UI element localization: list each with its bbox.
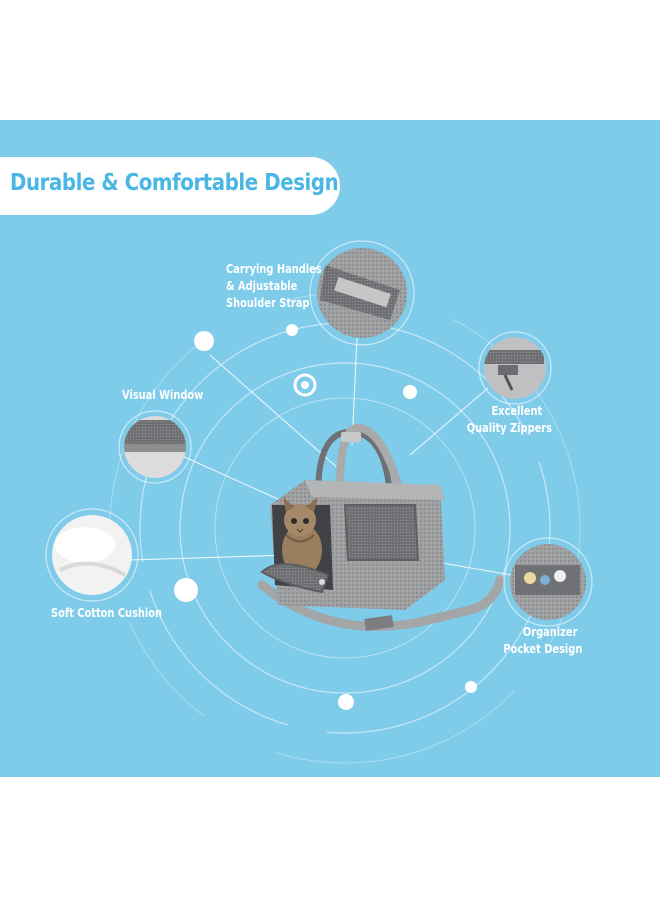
label-organizer-pocket: Organizer Pocket Design [502, 625, 582, 656]
label-soft-cushion: Soft Cotton Cushion [51, 606, 163, 620]
pet-carrier-bag [257, 423, 505, 631]
label-visual-window: Visual Window [122, 388, 204, 402]
concentric-rings [109, 292, 581, 764]
cushion-detail-circle [45, 508, 139, 602]
page-title: Durable & Comfortable Design [10, 170, 339, 196]
handle-detail-circle [309, 240, 415, 346]
kitten-image [282, 497, 322, 576]
label-quality-zippers: Excellent Quality Zippers [466, 404, 552, 435]
blue-feature-panel [0, 120, 660, 777]
pocket-detail-circle [503, 537, 593, 627]
zipper-detail-circle [478, 331, 552, 405]
title-banner [0, 157, 340, 215]
window-detail-circle [118, 410, 192, 484]
label-carrying-handles: Carrying Handles & Adjustable Shoulder S… [226, 262, 322, 310]
decorative-dots [174, 324, 477, 710]
